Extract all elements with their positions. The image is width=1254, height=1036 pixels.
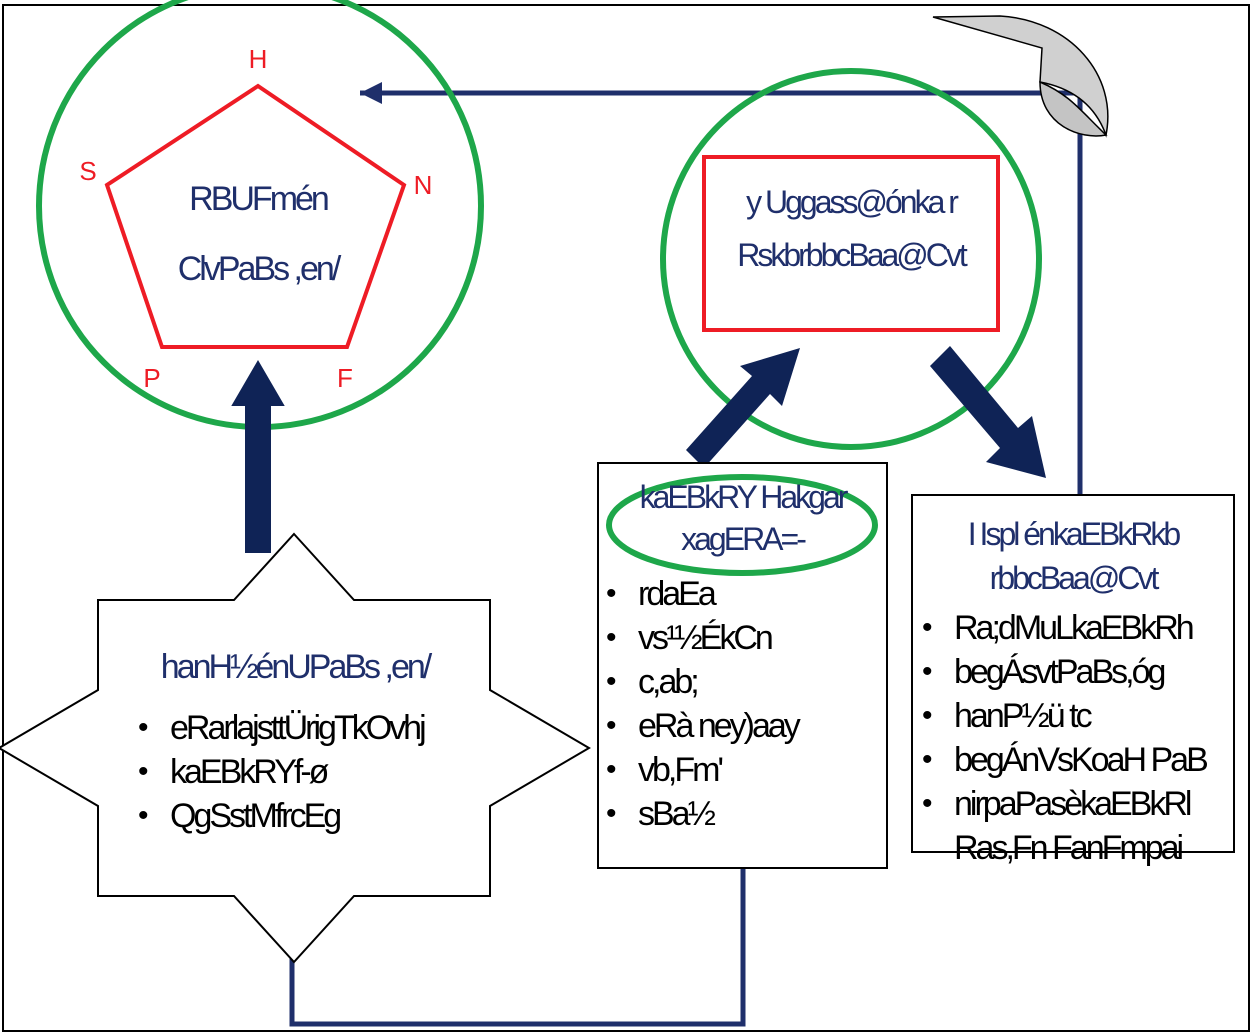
right-bullet: begÁnVsKoaH PaB: [914, 738, 1209, 782]
arrow-to-right-box: [930, 346, 1046, 478]
goal-circle: [660, 68, 1042, 450]
vertex-label-f: F: [337, 363, 353, 393]
goal-text-line-1: y Uggass@ónka r: [746, 184, 959, 220]
middle-bullet: sBa½: [598, 792, 798, 836]
right-bullet: nirpaPasèkaEBkRl: [914, 782, 1206, 826]
arrow-to-goal: [686, 348, 800, 468]
cycle-arrow-icon: [932, 15, 1109, 138]
star-bullet: QgSstMfrcEg: [130, 794, 424, 838]
right-box-heading: I Ispl énkaEBkRkb rbbcBaa@Cvt: [914, 512, 1232, 600]
pentagon-text-line-1: RBUFmén: [189, 180, 328, 218]
top-connector-arrowhead: [360, 82, 382, 104]
middle-bullet: eRà ney)aay: [598, 704, 801, 748]
middle-box-bullets: rdaEa vs¹½ÉkCn c,ab; eRà ney)aay vb,Fm' …: [598, 572, 801, 836]
pentagon: [104, 83, 407, 349]
star-bullet: eRarlajsttÜrigTkOvhj: [130, 706, 427, 750]
up-arrow-to-pentagon: [231, 360, 285, 553]
star-bullets: eRarlajsttÜrigTkOvhj kaEBkRYf-ø QgSstMfr…: [130, 706, 427, 838]
cycle-arrow-tail: [1039, 80, 1108, 137]
outer-frame: [2, 4, 1250, 1032]
pentagon-text-line-2: ClvPaBs ,en/: [178, 250, 342, 288]
right-bullet: begÁsvtPaBs,óg: [914, 650, 1206, 694]
vertex-label-n: N: [414, 170, 433, 200]
goal-text-line-2: RskbrbbcBaa@Cvt: [737, 237, 968, 273]
right-bullet: hanP½ü tc: [914, 694, 1206, 738]
star-bullet: kaEBkRYf-ø: [130, 750, 424, 794]
middle-bullet: rdaEa: [598, 572, 798, 616]
star-title: hanH½énUPaBs ,en/: [160, 648, 432, 686]
right-heading-line-1: I Ispl énkaEBkRkb: [967, 516, 1181, 552]
vertex-label-h: H: [249, 44, 268, 74]
right-box-bullets: Ra;dMuLkaEBkRh begÁsvtPaBs,óg hanP½ü tc …: [914, 606, 1209, 826]
middle-bullet: vs¹½ÉkCn: [598, 616, 798, 660]
middle-bullet: c,ab;: [598, 660, 798, 704]
middle-heading-line-1: kaEBkRY Hakgar: [639, 479, 849, 515]
right-box-last-line: Ras,Fn FanFmpai: [954, 829, 1184, 867]
vertex-label-p: P: [143, 363, 160, 393]
middle-box-heading: kaEBkRY Hakgar xagERA=-: [600, 476, 885, 560]
vertex-label-s: S: [79, 156, 96, 186]
middle-bullet: vb,Fm': [598, 748, 798, 792]
goal-box: [702, 155, 1000, 332]
middle-heading-line-2: xagERA=-: [681, 521, 807, 557]
right-bullet: Ra;dMuLkaEBkRh: [914, 606, 1206, 650]
right-heading-line-2: rbbcBaa@Cvt: [989, 560, 1160, 596]
